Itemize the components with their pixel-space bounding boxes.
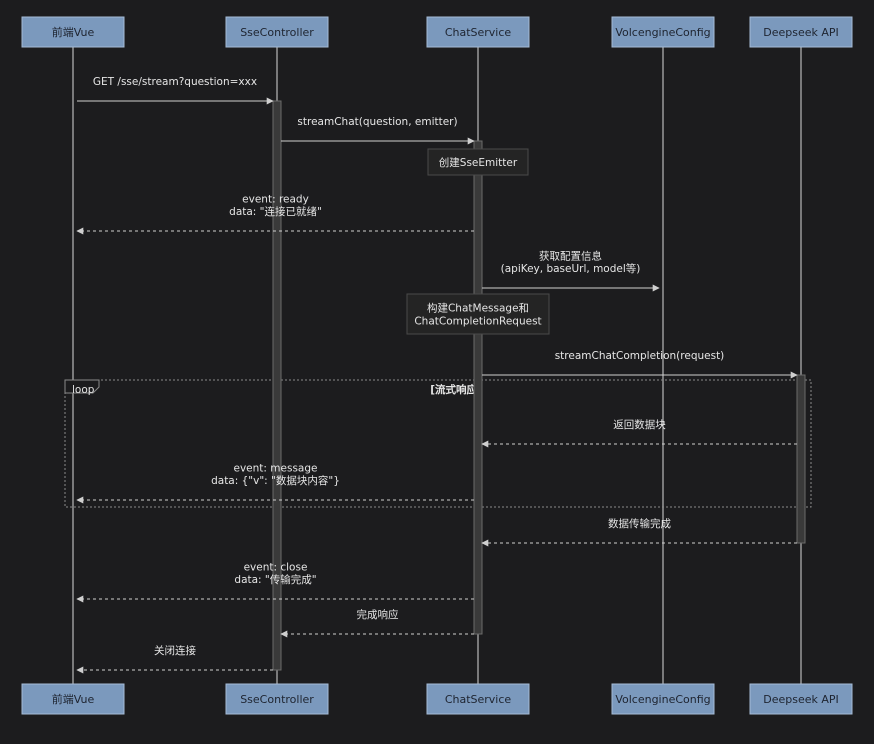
- message-m10: 完成响应: [280, 608, 474, 638]
- participant-box: [225, 683, 329, 715]
- participant-box: [21, 683, 125, 715]
- participant-label: ChatService: [445, 26, 512, 39]
- message-label: data: "传输完成": [234, 573, 316, 586]
- message-m1: GET /sse/stream?question=xxx: [77, 76, 274, 105]
- participant-vue-top: 前端Vue: [21, 16, 125, 48]
- participant-svc-top: ChatService: [426, 16, 530, 48]
- participant-box: [225, 16, 329, 48]
- activation-svc: [473, 140, 483, 635]
- message-label: event: ready: [242, 194, 309, 206]
- participant-vue-bottom: 前端Vue: [21, 683, 125, 715]
- note-box: [406, 293, 550, 335]
- note-text: 创建SseEmitter: [439, 156, 518, 169]
- loop-label: loop: [72, 384, 95, 396]
- message-label: 返回数据块: [613, 418, 666, 431]
- message-label: 完成响应: [357, 608, 399, 621]
- participant-box: [611, 683, 715, 715]
- message-label: GET /sse/stream?question=xxx: [93, 76, 257, 88]
- message-label: event: message: [234, 463, 318, 475]
- loop-tab: [64, 379, 100, 394]
- activation-api: [796, 374, 806, 544]
- message-m11: 关闭连接: [76, 644, 273, 674]
- message-m8: 数据传输完成: [481, 517, 797, 547]
- message-label: streamChat(question, emitter): [297, 116, 457, 128]
- activation-ctrl: [272, 100, 282, 671]
- note-text: ChatCompletionRequest: [414, 316, 541, 328]
- message-label: (apiKey, baseUrl, model等): [501, 262, 641, 275]
- participant-label: 前端Vue: [52, 25, 95, 39]
- participant-cfg-bottom: VolcengineConfig: [611, 683, 715, 715]
- message-label: data: {"v": "数据块内容"}: [211, 474, 340, 487]
- message-m4: 获取配置信息(apiKey, baseUrl, model等): [482, 250, 660, 292]
- participant-label: VolcengineConfig: [615, 26, 710, 39]
- participant-box: [749, 16, 853, 48]
- participant-box: [21, 16, 125, 48]
- participant-label: Deepseek API: [763, 693, 839, 706]
- note-box: [427, 148, 529, 176]
- participant-svc-bottom: ChatService: [426, 683, 530, 715]
- participant-ctrl-top: SseController: [225, 16, 329, 48]
- participant-box: [426, 16, 530, 48]
- participant-box: [749, 683, 853, 715]
- loop-frame: [64, 379, 812, 508]
- participant-label: Deepseek API: [763, 26, 839, 39]
- message-label: data: "连接已就绪": [229, 205, 322, 218]
- participant-label: 前端Vue: [52, 692, 95, 706]
- participant-cfg-top: VolcengineConfig: [611, 16, 715, 48]
- participant-box: [611, 16, 715, 48]
- participant-label: VolcengineConfig: [615, 693, 710, 706]
- message-label: 关闭连接: [154, 644, 196, 657]
- participant-label: ChatService: [445, 693, 512, 706]
- participant-api-bottom: Deepseek API: [749, 683, 853, 715]
- note-n1: 创建SseEmitter: [427, 148, 529, 176]
- message-m5: streamChatCompletion(request): [482, 350, 798, 379]
- message-label: event: close: [244, 562, 308, 574]
- message-label: streamChatCompletion(request): [555, 350, 725, 362]
- participant-ctrl-bottom: SseController: [225, 683, 329, 715]
- participant-api-top: Deepseek API: [749, 16, 853, 48]
- participant-label: SseController: [240, 693, 314, 706]
- note-text: 构建ChatMessage和: [427, 302, 529, 315]
- message-label: 数据传输完成: [608, 517, 671, 530]
- message-m2: streamChat(question, emitter): [281, 116, 475, 145]
- message-m6: 返回数据块: [481, 418, 797, 448]
- loop-condition: [流式响应]: [430, 383, 482, 396]
- participant-box: [426, 683, 530, 715]
- message-label: 获取配置信息: [539, 250, 602, 263]
- participant-label: SseController: [240, 26, 314, 39]
